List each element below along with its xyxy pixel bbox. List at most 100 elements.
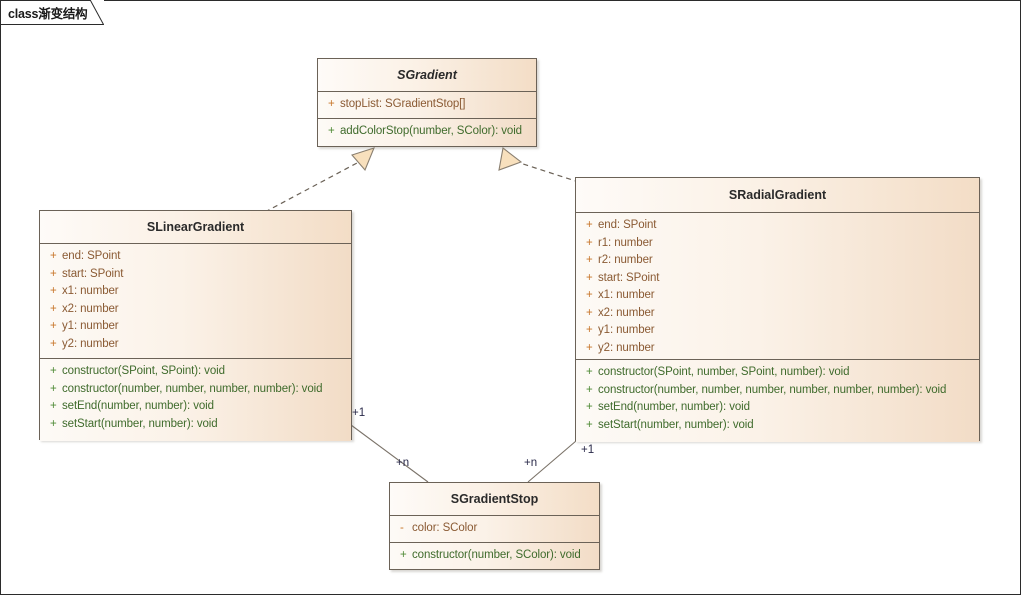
visibility-marker: + xyxy=(400,549,407,561)
diagram-title-tab[interactable]: class渐变结构 xyxy=(0,0,104,25)
visibility-marker: + xyxy=(328,125,335,137)
member-signature: addColorStop(number, SColor): void xyxy=(340,125,522,137)
visibility-marker: + xyxy=(586,271,593,284)
relation-radial-stops[interactable] xyxy=(527,440,577,483)
attribute-row: - color: SColor xyxy=(390,520,599,538)
visibility-marker: + xyxy=(586,236,593,249)
member-signature: y1: number xyxy=(62,320,119,332)
attribute-row: + r2: number xyxy=(576,252,979,270)
member-signature: setEnd(number, number): void xyxy=(62,400,214,412)
visibility-marker: + xyxy=(586,383,593,396)
class-box-slineargradient[interactable]: SLinearGradient + end: SPoint + start: S… xyxy=(39,210,352,441)
attribute-row: + x2: number xyxy=(40,301,351,319)
visibility-marker: + xyxy=(586,306,593,319)
member-signature: setStart(number, number): void xyxy=(62,417,218,430)
visibility-marker: + xyxy=(328,98,335,110)
method-row: + constructor(SPoint, number, SPoint, nu… xyxy=(576,364,979,382)
visibility-marker: + xyxy=(586,219,593,231)
attribute-row: + y1: number xyxy=(40,318,351,336)
member-signature: color: SColor xyxy=(412,522,478,534)
attributes-compartment-sgradient: + stopList: SGradientStop[] xyxy=(318,92,536,119)
visibility-marker: + xyxy=(586,289,593,301)
relation-linear-stops[interactable] xyxy=(350,424,429,483)
method-row: + constructor(SPoint, SPoint): void xyxy=(40,363,351,381)
visibility-marker: + xyxy=(50,417,57,430)
visibility-marker: + xyxy=(586,366,593,378)
class-name-sgradient: SGradient xyxy=(318,59,536,92)
visibility-marker: + xyxy=(50,302,57,315)
attribute-row: + stopList: SGradientStop[] xyxy=(318,96,536,114)
member-signature: constructor(SPoint, SPoint): void xyxy=(62,365,225,377)
attribute-row: + x1: number xyxy=(40,283,351,301)
visibility-marker: + xyxy=(586,341,593,354)
member-signature: end: SPoint xyxy=(598,219,657,231)
visibility-marker: - xyxy=(400,522,404,534)
diagram-title: class渐变结构 xyxy=(8,7,88,21)
methods-compartment-sgradient: + addColorStop(number, SColor): void xyxy=(318,119,536,146)
member-signature: setStart(number, number): void xyxy=(598,418,754,431)
attribute-row: + start: SPoint xyxy=(576,270,979,288)
multiplicity-radial-one: +1 xyxy=(581,444,595,456)
methods-compartment-sgradientstop: + constructor(number, SColor): void xyxy=(390,543,599,569)
attribute-row: + x1: number xyxy=(576,287,979,305)
methods-compartment-sradialgradient: + constructor(SPoint, number, SPoint, nu… xyxy=(576,360,979,442)
title-tab-shape xyxy=(0,0,104,25)
member-signature: start: SPoint xyxy=(62,267,124,280)
attribute-row: + end: SPoint xyxy=(576,217,979,235)
member-signature: y2: number xyxy=(62,337,119,350)
visibility-marker: + xyxy=(586,418,593,431)
multiplicity-linear-one: +1 xyxy=(352,407,366,419)
member-signature: x2: number xyxy=(62,302,119,315)
attribute-row: + y2: number xyxy=(576,340,979,358)
visibility-marker: + xyxy=(50,285,57,297)
attributes-compartment-slineargradient: + end: SPoint + start: SPoint + x1: numb… xyxy=(40,244,351,359)
attribute-row: + x2: number xyxy=(576,305,979,323)
member-signature: stopList: SGradientStop[] xyxy=(340,98,466,110)
member-signature: end: SPoint xyxy=(62,250,121,262)
attribute-row: + start: SPoint xyxy=(40,266,351,284)
class-name-sradialgradient: SRadialGradient xyxy=(576,178,979,213)
member-signature: y1: number xyxy=(598,324,655,336)
relation-linear-realizes-gradient[interactable] xyxy=(264,147,375,213)
visibility-marker: + xyxy=(50,382,57,395)
member-signature: r2: number xyxy=(598,254,653,266)
method-row: + constructor(number, number, number, nu… xyxy=(40,381,351,399)
class-box-sradialgradient[interactable]: SRadialGradient + end: SPoint + r1: numb… xyxy=(575,177,980,442)
member-signature: setEnd(number, number): void xyxy=(598,401,750,413)
visibility-marker: + xyxy=(586,401,593,413)
multiplicity-linear-many: +n xyxy=(396,457,410,469)
class-box-sgradientstop[interactable]: SGradientStop - color: SColor + construc… xyxy=(389,482,600,570)
attribute-row: + y2: number xyxy=(40,336,351,354)
method-row: + setStart(number, number): void xyxy=(576,417,979,435)
methods-compartment-slineargradient: + constructor(SPoint, SPoint): void + co… xyxy=(40,359,351,441)
method-row: + setEnd(number, number): void xyxy=(576,399,979,417)
member-signature: y2: number xyxy=(598,341,655,354)
member-signature: x1: number xyxy=(598,289,655,301)
visibility-marker: + xyxy=(586,254,593,266)
method-row: + constructor(number, SColor): void xyxy=(390,547,599,565)
attribute-row: + end: SPoint xyxy=(40,248,351,266)
member-signature: start: SPoint xyxy=(598,271,660,284)
class-name-slineargradient: SLinearGradient xyxy=(40,211,351,244)
method-row: + setEnd(number, number): void xyxy=(40,398,351,416)
method-row: + addColorStop(number, SColor): void xyxy=(318,123,536,141)
visibility-marker: + xyxy=(50,320,57,332)
visibility-marker: + xyxy=(50,337,57,350)
attribute-row: + y1: number xyxy=(576,322,979,340)
attributes-compartment-sgradientstop: - color: SColor xyxy=(390,516,599,543)
visibility-marker: + xyxy=(50,267,57,280)
member-signature: constructor(number, SColor): void xyxy=(412,549,581,561)
multiplicity-radial-many: +n xyxy=(524,457,538,469)
method-row: + setStart(number, number): void xyxy=(40,416,351,434)
visibility-marker: + xyxy=(50,400,57,412)
member-signature: constructor(SPoint, number, SPoint, numb… xyxy=(598,366,850,378)
member-signature: x1: number xyxy=(62,285,119,297)
method-row: + constructor(number, number, number, nu… xyxy=(576,382,979,400)
class-box-sgradient[interactable]: SGradient + stopList: SGradientStop[] + … xyxy=(317,58,537,147)
member-signature: constructor(number, number, number, numb… xyxy=(598,383,947,396)
member-signature: constructor(number, number, number, numb… xyxy=(62,382,323,395)
attribute-row: + r1: number xyxy=(576,235,979,253)
visibility-marker: + xyxy=(50,365,57,377)
